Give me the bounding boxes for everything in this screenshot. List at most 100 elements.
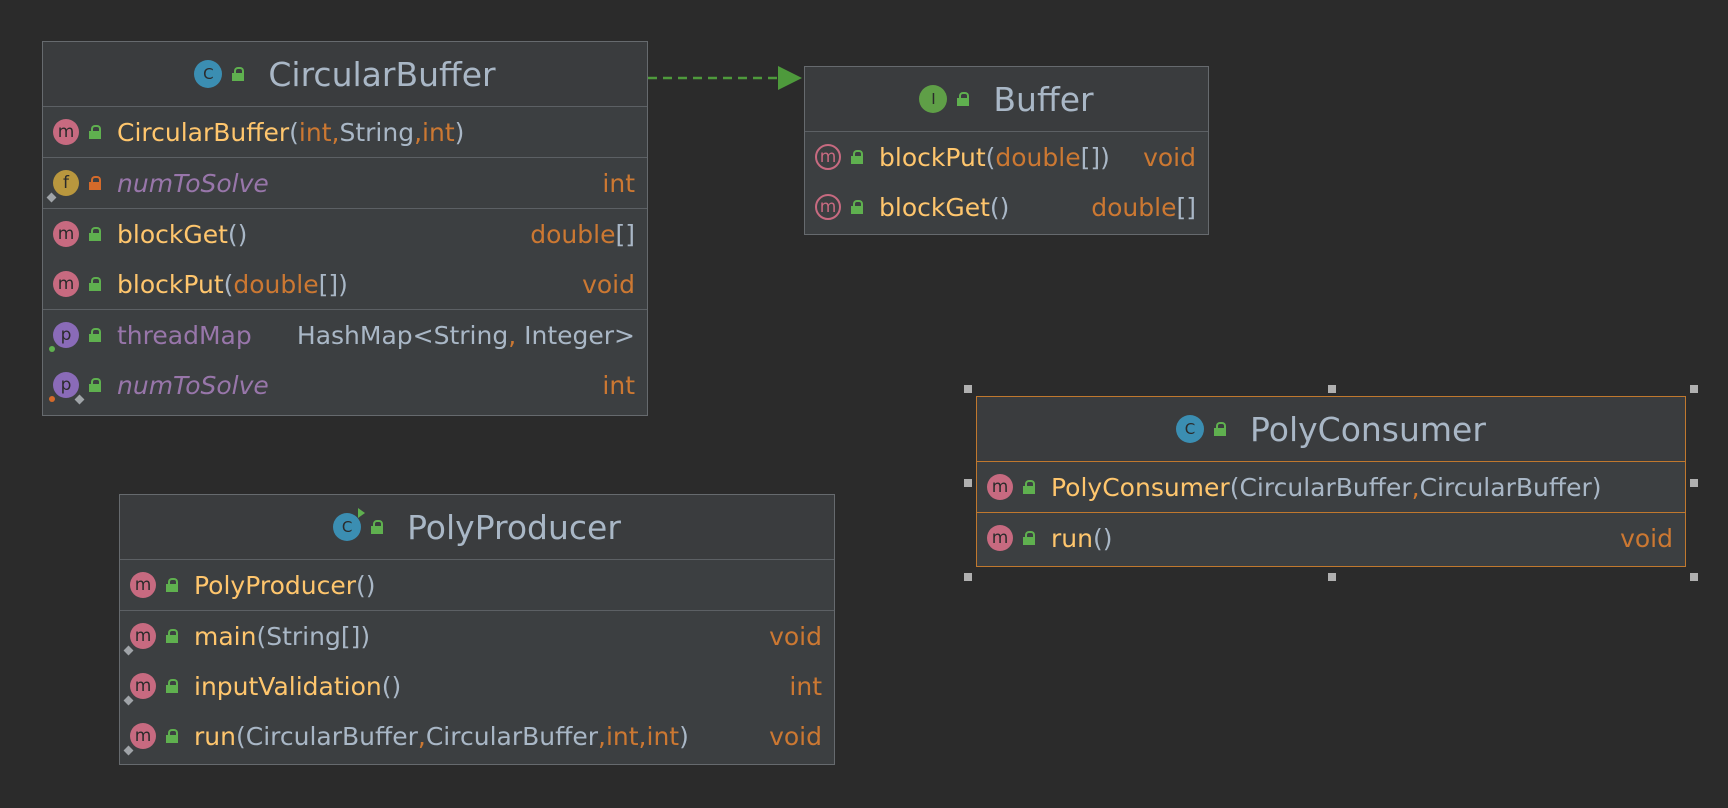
property-type: HashMap<String, Integer>	[296, 320, 635, 350]
return-type: int	[789, 671, 822, 701]
constructor-name: PolyConsumer	[1051, 472, 1230, 502]
static-method-icon: m	[123, 723, 156, 756]
public-lock-icon	[957, 92, 970, 106]
public-lock-icon	[166, 729, 178, 743]
method-icon: m	[53, 119, 79, 145]
resize-handle-bottom[interactable]	[1328, 573, 1336, 581]
public-lock-icon	[1214, 422, 1227, 436]
private-lock-icon	[89, 176, 101, 190]
public-lock-icon	[851, 200, 863, 214]
method-name: blockGet	[879, 192, 990, 222]
methods-section: m blockPut(double[]) void m blockGet() d…	[805, 132, 1208, 232]
resize-handle-top[interactable]	[1328, 385, 1336, 393]
constructor-row[interactable]: m PolyConsumer(CircularBuffer, CircularB…	[977, 462, 1685, 512]
constructor-row[interactable]: m PolyProducer()	[120, 560, 834, 610]
properties-section: p threadMap HashMap<String, Integer> p n…	[43, 310, 647, 410]
class-icon: C	[1176, 415, 1205, 443]
return-type: void	[769, 721, 822, 751]
property-type: int	[602, 370, 635, 400]
field-type: int	[602, 168, 635, 198]
class-header: C CircularBuffer	[43, 42, 647, 107]
fields-section: f numToSolve int	[43, 158, 647, 209]
public-lock-icon	[851, 150, 863, 164]
public-lock-icon	[89, 378, 101, 392]
resize-handle-top-right[interactable]	[1690, 385, 1698, 393]
return-type: void	[769, 621, 822, 651]
resize-handle-bottom-right[interactable]	[1690, 573, 1698, 581]
method-row[interactable]: m main(String[]) void	[120, 611, 834, 661]
method-icon: m	[987, 474, 1013, 500]
method-name: blockPut	[879, 142, 986, 172]
return-type: void	[1620, 523, 1673, 553]
abstract-method-icon: m	[815, 194, 841, 220]
resize-handle-bottom-left[interactable]	[964, 573, 972, 581]
resize-handle-top-left[interactable]	[964, 385, 972, 393]
static-method-icon: m	[123, 623, 156, 656]
property-row[interactable]: p numToSolve int	[43, 360, 647, 410]
public-lock-icon	[89, 227, 101, 241]
class-polyproducer[interactable]: C PolyProducer m PolyProducer() m main(S…	[119, 494, 835, 765]
method-row[interactable]: m run(CircularBuffer, CircularBuffer, in…	[120, 711, 834, 761]
method-row[interactable]: m blockPut(double[]) void	[43, 259, 647, 309]
methods-section: m run() void	[977, 513, 1685, 563]
method-name: run	[1051, 523, 1093, 553]
constructors-section: m CircularBuffer (int, String, int)	[43, 107, 647, 158]
method-name: blockPut	[117, 269, 224, 299]
method-row[interactable]: m run() void	[977, 513, 1685, 563]
constructor-row[interactable]: m CircularBuffer (int, String, int)	[43, 107, 647, 157]
field-name: numToSolve	[117, 168, 269, 198]
public-lock-icon	[166, 679, 178, 693]
return-type: double[]	[1091, 192, 1196, 222]
method-icon: m	[130, 572, 156, 598]
method-name: run	[194, 721, 236, 751]
realization-arrowhead	[778, 66, 802, 90]
method-row[interactable]: m inputValidation() int	[120, 661, 834, 711]
field-row[interactable]: f numToSolve int	[43, 158, 647, 208]
constructor-name: CircularBuffer	[117, 117, 290, 147]
class-polyconsumer[interactable]: C PolyConsumer m PolyConsumer(CircularBu…	[976, 396, 1686, 567]
resize-handle-left[interactable]	[964, 479, 972, 487]
method-name: blockGet	[117, 219, 228, 249]
method-row[interactable]: m blockGet() double[]	[43, 209, 647, 259]
interface-icon: I	[919, 85, 948, 113]
class-title: PolyConsumer	[1250, 409, 1486, 449]
public-lock-icon	[1023, 531, 1035, 545]
resize-handle-right[interactable]	[1690, 479, 1698, 487]
abstract-method-icon: m	[815, 144, 841, 170]
runnable-class-icon: C	[333, 508, 366, 541]
class-header: C PolyProducer	[120, 495, 834, 560]
class-header: I Buffer	[805, 67, 1208, 132]
public-lock-icon	[89, 277, 101, 291]
method-row[interactable]: m blockPut(double[]) void	[805, 132, 1208, 182]
public-lock-icon	[166, 578, 178, 592]
public-lock-icon	[89, 328, 101, 342]
constructor-name: PolyProducer	[194, 570, 356, 600]
method-icon: m	[53, 221, 79, 247]
return-type: double[]	[530, 219, 635, 249]
return-type: void	[1143, 142, 1196, 172]
constructors-section: m PolyProducer()	[120, 560, 834, 611]
methods-section: m blockGet() double[] m blockPut(double[…	[43, 209, 647, 310]
methods-section: m main(String[]) void m inputValidation(…	[120, 611, 834, 761]
public-lock-icon	[371, 520, 384, 534]
class-circularbuffer[interactable]: C CircularBuffer m CircularBuffer (int, …	[42, 41, 648, 416]
return-type: void	[582, 269, 635, 299]
public-lock-icon	[1023, 480, 1035, 494]
method-icon: m	[987, 525, 1013, 551]
property-name: threadMap	[117, 320, 252, 350]
property-icon: p	[49, 372, 85, 405]
interface-buffer[interactable]: I Buffer m blockPut(double[]) void m blo…	[804, 66, 1209, 235]
class-header: C PolyConsumer	[977, 397, 1685, 462]
class-title: PolyProducer	[407, 507, 621, 547]
constructors-section: m PolyConsumer(CircularBuffer, CircularB…	[977, 462, 1685, 513]
class-icon: C	[194, 60, 223, 88]
property-row[interactable]: p threadMap HashMap<String, Integer>	[43, 310, 647, 360]
property-name: numToSolve	[117, 370, 269, 400]
class-title: Buffer	[993, 79, 1094, 119]
field-icon: f	[46, 170, 79, 203]
public-lock-icon	[166, 629, 178, 643]
class-title: CircularBuffer	[268, 54, 496, 94]
property-icon: p	[49, 322, 79, 352]
method-row[interactable]: m blockGet() double[]	[805, 182, 1208, 232]
